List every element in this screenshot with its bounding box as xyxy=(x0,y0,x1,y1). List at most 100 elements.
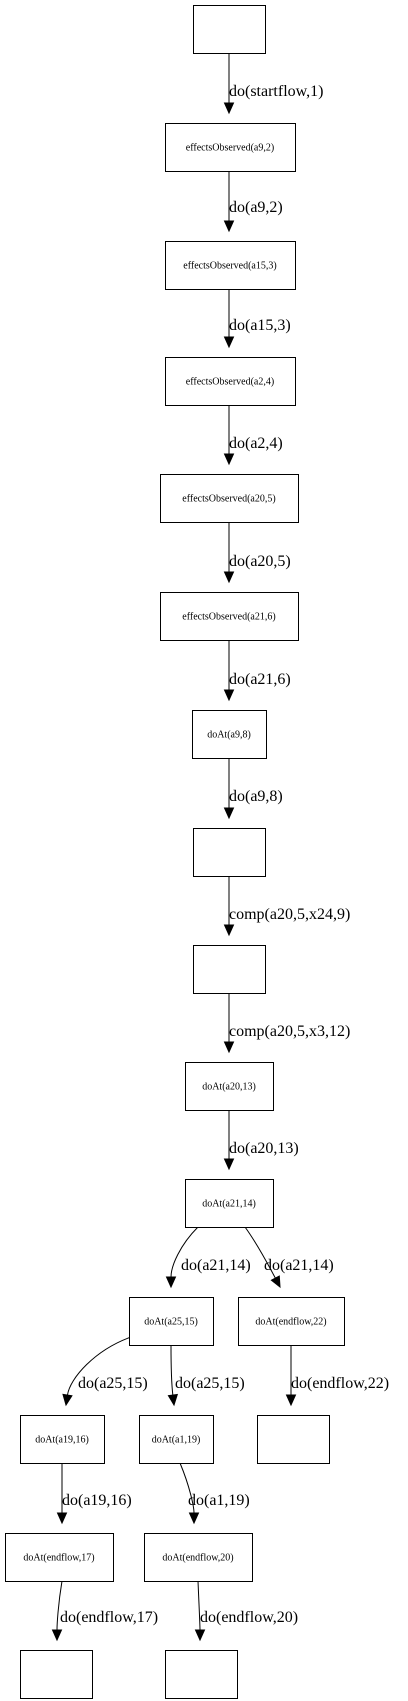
node-box xyxy=(5,1533,114,1582)
node-box xyxy=(165,357,296,406)
node-label: effectsObserved(a9,2) xyxy=(186,143,274,154)
edge-label: do(a19,16) xyxy=(62,1492,132,1509)
node-box xyxy=(193,945,266,994)
node-label: doAt(endflow,22) xyxy=(255,1317,326,1328)
edge-n11-n14: do(a25,15) xyxy=(167,1344,245,1407)
node-n17: doAt(endflow,20) xyxy=(144,1533,253,1582)
node-label: doAt(a9,8) xyxy=(207,730,251,741)
node-box xyxy=(20,1415,105,1464)
edge-line xyxy=(170,1344,174,1396)
arrowhead xyxy=(188,1512,200,1525)
edge-label: do(a9,2) xyxy=(229,199,283,216)
arrowhead xyxy=(223,807,235,820)
arrowhead xyxy=(223,453,235,466)
node-n4: effectsObserved(a20,5) xyxy=(160,474,299,523)
edge-label: do(a15,3) xyxy=(229,317,291,334)
edge-label: comp(a20,5,x24,9) xyxy=(229,906,350,923)
edge-label: do(a21,14) xyxy=(264,1257,334,1274)
node-n10: doAt(a21,14) xyxy=(185,1179,274,1228)
arrowhead xyxy=(56,1512,68,1525)
edge-n13-n16: do(a19,16) xyxy=(56,1463,132,1525)
edge-label: do(a1,19) xyxy=(188,1492,250,1509)
arrowhead xyxy=(223,1158,235,1171)
arrowhead xyxy=(223,1041,235,1054)
edge-label: do(endflow,22) xyxy=(291,1375,389,1392)
node-label: effectsObserved(a20,5) xyxy=(182,494,275,505)
node-label: doAt(a1,19) xyxy=(152,1435,201,1446)
arrowhead xyxy=(223,924,235,937)
arrowhead xyxy=(223,220,235,233)
node-n7 xyxy=(193,828,266,877)
node-box xyxy=(185,1062,274,1111)
edge-n1-n2: do(a9,2) xyxy=(223,171,283,233)
node-box xyxy=(238,1297,345,1346)
node-n8 xyxy=(193,945,266,994)
node-box xyxy=(160,592,299,641)
arrowhead xyxy=(270,1275,281,1289)
node-n0 xyxy=(193,5,266,54)
arrowhead xyxy=(223,102,235,115)
node-label: doAt(a21,14) xyxy=(202,1199,256,1210)
edges-layer: do(startflow,1) do(a9,2) do(a15,3) do(a2,4)… xyxy=(51,53,389,1642)
edge-n17-n19: do(endflow,20) xyxy=(194,1580,298,1642)
node-box xyxy=(192,710,267,759)
edge-line xyxy=(197,1580,201,1631)
node-n11: doAt(a25,15) xyxy=(129,1297,214,1346)
edge-n4-n5: do(a20,5) xyxy=(223,522,291,584)
arrowhead xyxy=(223,689,235,702)
edge-label: do(a25,15) xyxy=(175,1375,245,1392)
edge-n16-n18: do(endflow,17) xyxy=(51,1580,158,1642)
node-box xyxy=(165,123,296,172)
node-n9: doAt(a20,13) xyxy=(185,1062,274,1111)
edge-n3-n4: do(a2,4) xyxy=(223,405,283,466)
edge-label: do(a25,15) xyxy=(78,1375,148,1392)
edge-n14-n17: do(a1,19) xyxy=(179,1462,250,1525)
edge-label: do(endflow,20) xyxy=(200,1609,298,1626)
edge-label: do(a2,4) xyxy=(229,435,283,452)
arrowhead xyxy=(194,1629,206,1642)
edge-label: do(startflow,1) xyxy=(229,83,324,100)
edge-n7-n8: comp(a20,5,x24,9) xyxy=(223,876,350,937)
node-n15 xyxy=(257,1415,330,1464)
node-n6: doAt(a9,8) xyxy=(192,710,267,759)
edge-label: do(a21,14) xyxy=(181,1257,251,1274)
node-n12: doAt(endflow,22) xyxy=(238,1297,345,1346)
node-label: doAt(endflow,20) xyxy=(162,1553,233,1564)
node-box xyxy=(144,1533,253,1582)
arrowhead xyxy=(223,336,235,349)
edge-n9-n10: do(a20,13) xyxy=(223,1110,299,1171)
arrowhead xyxy=(165,1276,177,1289)
nodes-layer: effectsObserved(a9,2) effectsObserved(a15… xyxy=(5,5,345,1699)
node-box xyxy=(160,474,299,523)
edge-label: do(a21,6) xyxy=(229,671,291,688)
edge-n6-n7: do(a9,8) xyxy=(223,758,283,820)
node-n1: effectsObserved(a9,2) xyxy=(165,123,296,172)
node-box xyxy=(20,1650,93,1699)
edge-line xyxy=(244,1226,276,1279)
edge-n0-n1: do(startflow,1) xyxy=(223,53,324,115)
node-box xyxy=(139,1415,214,1464)
edge-label: comp(a20,5,x3,12) xyxy=(229,1023,350,1040)
node-n18 xyxy=(20,1650,93,1699)
edge-n10-n12: do(a21,14) xyxy=(244,1226,334,1289)
node-box xyxy=(129,1297,214,1346)
edge-n12-n15: do(endflow,22) xyxy=(285,1345,389,1407)
edge-line xyxy=(170,1226,199,1278)
node-n2: effectsObserved(a15,3) xyxy=(165,241,296,290)
edge-n10-n11: do(a21,14) xyxy=(165,1226,251,1289)
edge-n11-n13: do(a25,15) xyxy=(62,1336,148,1407)
node-box xyxy=(165,1650,238,1699)
node-label: effectsObserved(a15,3) xyxy=(183,261,276,272)
edge-line xyxy=(56,1580,63,1631)
edge-n8-n9: comp(a20,5,x3,12) xyxy=(223,993,350,1054)
node-n19 xyxy=(165,1650,238,1699)
node-n3: effectsObserved(a2,4) xyxy=(165,357,296,406)
edge-label: do(a20,13) xyxy=(229,1140,299,1157)
node-label: doAt(a20,13) xyxy=(202,1082,256,1093)
edge-label: do(endflow,17) xyxy=(60,1609,158,1626)
node-label: effectsObserved(a2,4) xyxy=(186,377,274,388)
edge-label: do(a9,8) xyxy=(229,788,283,805)
edge-line xyxy=(66,1336,132,1396)
node-box xyxy=(193,828,266,877)
